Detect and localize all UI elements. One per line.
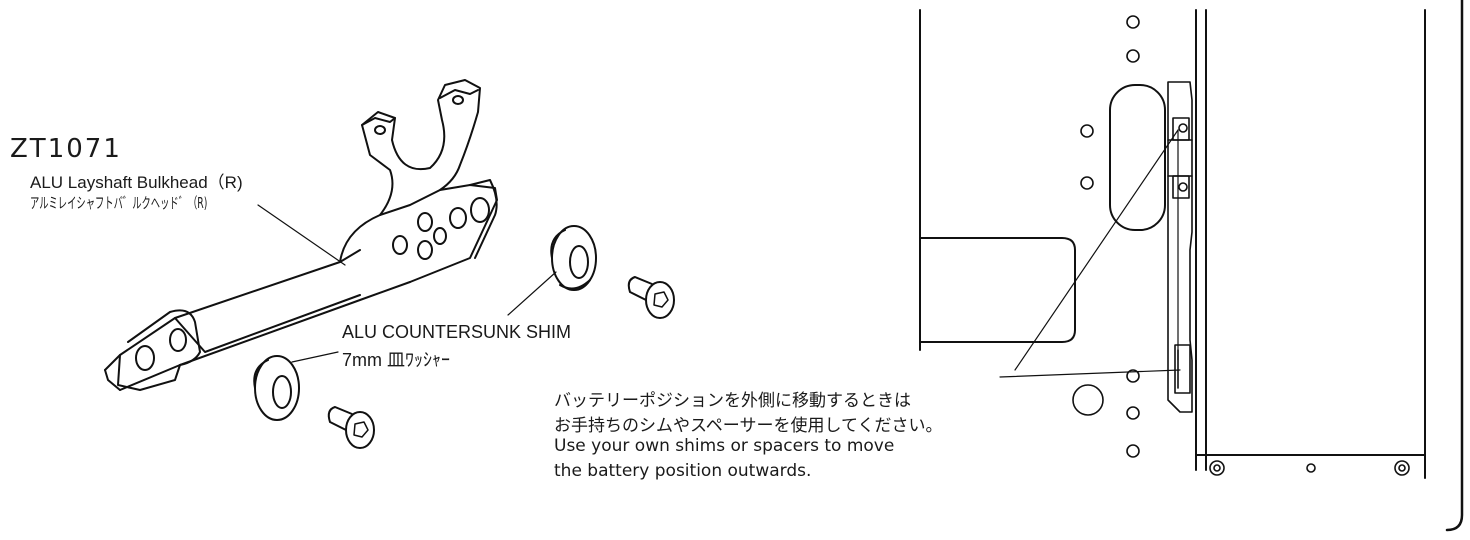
bulkhead-side-view: [1167, 81, 1193, 413]
screw-lower: [327, 406, 375, 449]
part-name-jp: アルミレイシャフトバ゛ルクヘッド゛（R): [30, 194, 208, 212]
shim-upper: [550, 225, 597, 291]
shim-lower: [253, 355, 300, 421]
note-line-1: バッテリーポジションを外側に移動するときは: [554, 391, 911, 411]
shim-leader-upper: [507, 271, 557, 316]
bulkhead-part: [104, 79, 498, 391]
shim-name-en: ALU COUNTERSUNK SHIM: [342, 322, 572, 342]
bulkhead-leader: [257, 204, 346, 266]
chassis-plate: [919, 9, 1426, 479]
part-name-en: ALU Layshaft Bulkhead（R): [30, 173, 243, 192]
page-border: [1445, 0, 1464, 532]
note-line-4: the battery position outwards.: [554, 461, 812, 481]
note-leaders: [999, 129, 1181, 378]
shim-name-jp: 7mm 皿ﾜｯｼｬｰ: [342, 350, 450, 370]
note-line-3: Use your own shims or spacers to move: [554, 436, 895, 456]
shim-leader-lower: [291, 351, 339, 363]
plate-holes: [1072, 15, 1140, 458]
bottom-holes: [1209, 460, 1410, 476]
screw-upper: [627, 276, 675, 319]
part-code: ZT1071: [10, 134, 122, 164]
note-line-2: お手持ちのシムやスペーサーを使用してください。: [554, 416, 943, 436]
